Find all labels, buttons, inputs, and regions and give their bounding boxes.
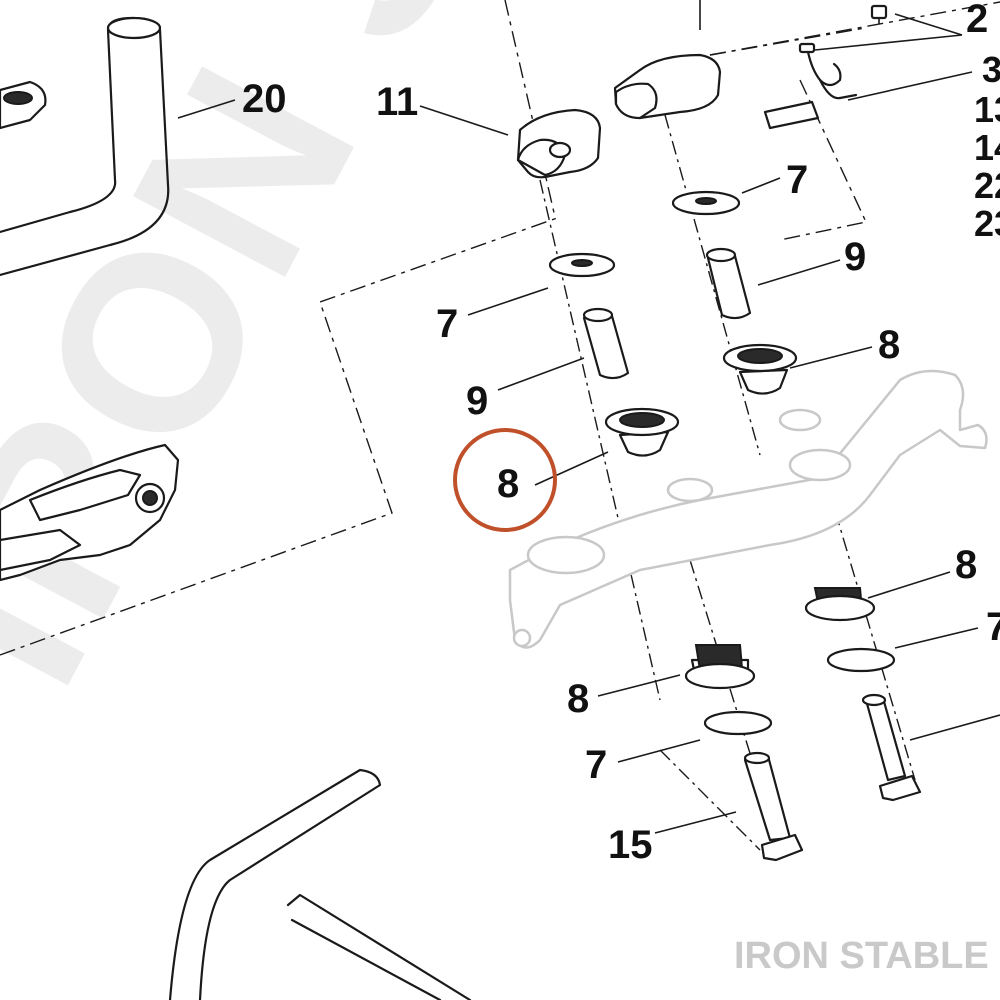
highlight-label: 8 xyxy=(497,462,519,506)
bushing-8-highlighted xyxy=(604,407,680,457)
leader-lines xyxy=(177,0,1000,834)
callout-23: 23 xyxy=(974,203,1000,244)
callout-9-right: 9 xyxy=(844,235,866,279)
riser-clamp-right xyxy=(613,53,722,120)
callout-22: 22 xyxy=(974,165,1000,206)
callout-20: 20 xyxy=(242,77,287,121)
callout-14: 14 xyxy=(974,127,1000,168)
callout-7-left: 7 xyxy=(436,302,458,346)
riser-clamp-11 xyxy=(516,108,602,179)
highlight-ring xyxy=(453,428,557,532)
corner-watermark: IRON STABLE xyxy=(734,935,989,977)
mount-bracket-left xyxy=(0,443,180,582)
riser-clamp-left xyxy=(0,80,47,130)
dashed-assembly-outline xyxy=(0,0,1000,656)
bushings-8 xyxy=(604,343,876,690)
callout-8-lower: 8 xyxy=(567,677,589,721)
callout-15: 15 xyxy=(608,823,653,867)
callout-3: 3 xyxy=(982,49,1000,90)
bushing-8-right-upper xyxy=(722,343,798,395)
handlebar-upper xyxy=(0,16,170,277)
washers-7 xyxy=(548,190,896,736)
bolts-15 xyxy=(743,693,922,862)
callout-7-lower: 7 xyxy=(585,743,607,787)
triple-tree xyxy=(508,369,988,649)
bushing-8-lower-right xyxy=(804,587,876,622)
spacers-9 xyxy=(582,247,752,380)
callout-9-left: 9 xyxy=(466,379,488,423)
callout-11: 11 xyxy=(376,80,418,124)
callout-2: 2 xyxy=(966,0,988,41)
highlighted-callout: 8 xyxy=(453,428,557,532)
callout-7-upper-right: 7 xyxy=(786,158,808,202)
callout-8-right: 8 xyxy=(955,543,977,587)
callout-7-far-right: 7 xyxy=(986,605,1000,649)
screw-2 xyxy=(763,4,888,130)
handlebar-lower xyxy=(168,768,472,1000)
callout-8-upper-right: 8 xyxy=(878,323,900,367)
callout-13: 13 xyxy=(974,89,1000,130)
callout-labels: 20 11 2 3 13 14 22 23 7 7 9 9 8 8 8 7 7 … xyxy=(242,0,1000,867)
bushing-8-lower-left xyxy=(684,644,756,690)
